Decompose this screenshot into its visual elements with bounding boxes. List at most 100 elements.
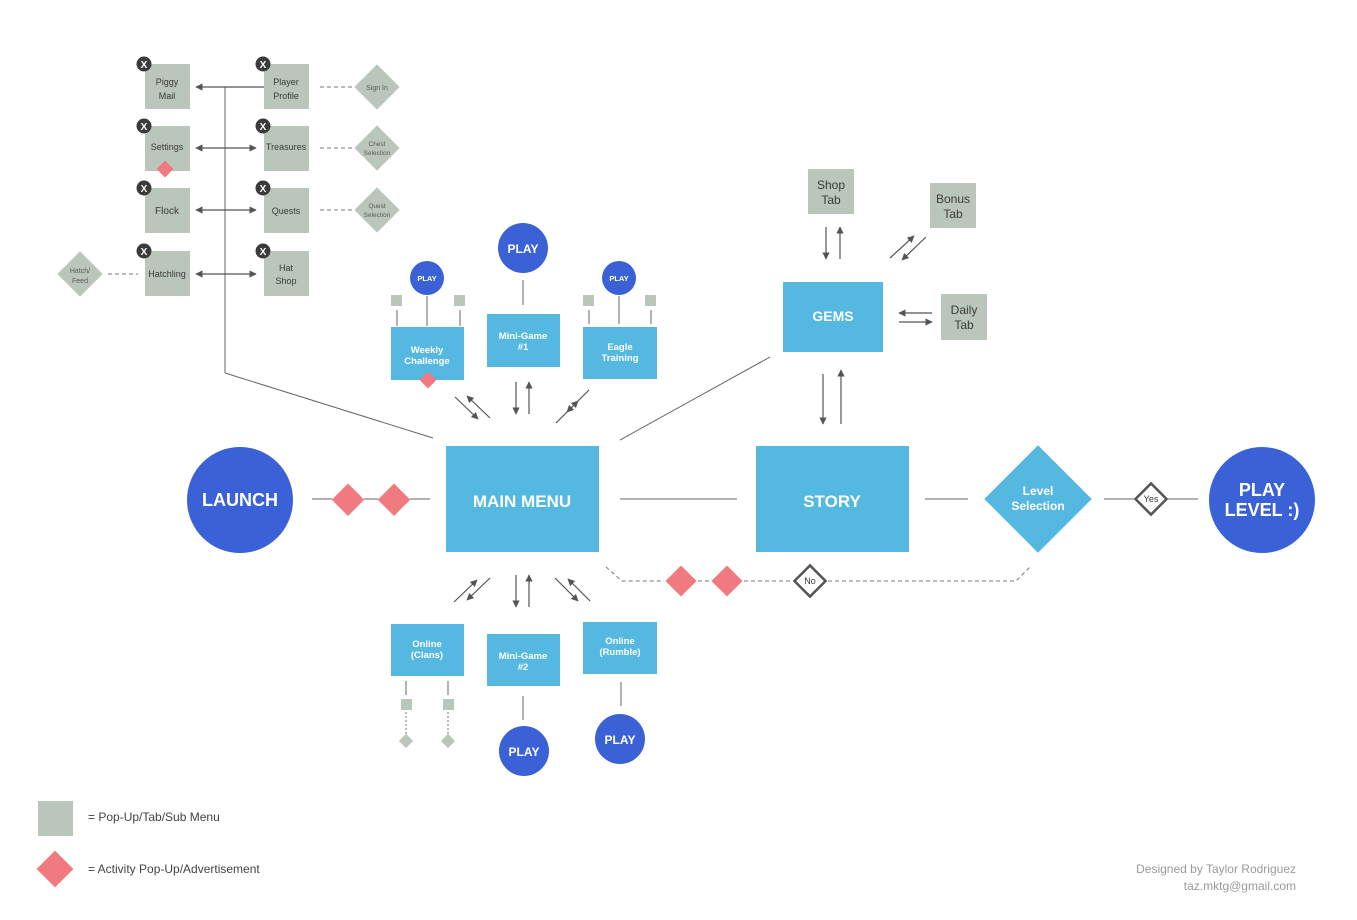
svg-text:Hatch/: Hatch/ — [70, 268, 90, 275]
svg-text:Quests: Quests — [272, 206, 301, 216]
shop-tab: Shop Tab — [808, 169, 854, 214]
svg-text:Weekly: Weekly — [411, 345, 444, 356]
activity-diamonds-launch — [331, 483, 411, 516]
minigame-2-node: Mini-Game #2 — [487, 634, 560, 686]
svg-text:Quest: Quest — [368, 203, 386, 210]
svg-text:PLAY: PLAY — [509, 745, 540, 759]
play-button-top-center: PLAY — [498, 223, 548, 273]
svg-text:Selection: Selection — [364, 150, 391, 157]
svg-text:(Rumble): (Rumble) — [599, 647, 640, 658]
svg-text:Tab: Tab — [821, 193, 841, 207]
svg-text:Hatchling: Hatchling — [148, 269, 186, 279]
popup-square — [454, 295, 465, 306]
activity-diamond — [156, 160, 174, 178]
close-icon: X — [136, 56, 152, 72]
hat-shop-menu: Hat Shop — [264, 251, 309, 296]
eagle-training-node: Eagle Training — [583, 327, 657, 379]
svg-text:X: X — [141, 60, 148, 71]
player-profile-menu: Player Profile — [264, 64, 309, 109]
popup-diamond — [440, 733, 456, 749]
svg-text:Settings: Settings — [151, 142, 184, 152]
svg-text:Online: Online — [412, 639, 442, 650]
svg-text:Online: Online — [605, 636, 635, 647]
sign-in-diamond: Sign In — [354, 64, 400, 110]
chest-selection-diamond: Chest Selection — [354, 125, 400, 171]
svg-text:(Clans): (Clans) — [411, 650, 443, 661]
legend-popup-label: = Pop-Up/Tab/Sub Menu — [88, 810, 220, 824]
legend: = Pop-Up/Tab/Sub Menu = Activity Pop-Up/… — [36, 801, 260, 888]
svg-text:Profile: Profile — [273, 91, 299, 101]
svg-text:Treasures: Treasures — [266, 142, 307, 152]
hatchling-menu: Hatchling — [145, 251, 190, 296]
launch-node: LAUNCH — [187, 447, 293, 553]
svg-text:MAIN MENU: MAIN MENU — [473, 492, 571, 511]
svg-text:X: X — [260, 184, 267, 195]
svg-text:X: X — [260, 247, 267, 258]
svg-text:Mini-Game: Mini-Game — [499, 651, 548, 662]
svg-text:#2: #2 — [518, 662, 529, 673]
svg-text:Eagle: Eagle — [607, 342, 632, 353]
close-icon: X — [255, 180, 271, 196]
connectors — [224, 87, 1198, 720]
svg-text:#1: #1 — [518, 342, 529, 353]
close-icon: X — [136, 243, 152, 259]
gems-node: GEMS — [783, 282, 883, 352]
svg-text:Tab: Tab — [943, 207, 963, 221]
svg-text:STORY: STORY — [803, 492, 861, 511]
svg-text:PLAY: PLAY — [609, 274, 628, 283]
play-level-node: PLAY LEVEL :) — [1209, 447, 1315, 553]
close-icon: X — [255, 56, 271, 72]
svg-text:Level: Level — [1023, 484, 1054, 498]
main-menu-node: MAIN MENU — [446, 446, 599, 552]
hatch-feed-diamond: Hatch/ Feed — [57, 251, 103, 297]
quest-selection-diamond: Quest Selection — [354, 187, 400, 233]
bonus-tab: Bonus Tab — [930, 183, 976, 228]
close-icon: X — [136, 118, 152, 134]
activity-diamond — [665, 565, 697, 597]
svg-text:Mini-Game: Mini-Game — [499, 331, 548, 342]
credit-name: Designed by Taylor Rodriguez — [1136, 862, 1296, 876]
popup-square — [443, 699, 454, 710]
svg-text:Mail: Mail — [159, 91, 176, 101]
popup-mini-squares-bottom — [398, 699, 456, 749]
popup-diamond — [398, 733, 414, 749]
svg-text:Training: Training — [602, 353, 639, 364]
svg-text:Hat: Hat — [279, 263, 294, 273]
svg-text:X: X — [260, 122, 267, 133]
activity-diamond — [711, 565, 743, 597]
svg-text:Daily: Daily — [951, 303, 978, 317]
svg-text:Yes: Yes — [1144, 494, 1159, 504]
svg-text:Shop: Shop — [275, 276, 296, 286]
svg-text:GEMS: GEMS — [812, 308, 853, 324]
svg-text:X: X — [260, 60, 267, 71]
svg-text:Sign In: Sign In — [366, 85, 388, 92]
svg-text:Shop: Shop — [817, 178, 845, 192]
online-rumble-node: Online (Rumble) — [583, 622, 657, 674]
credit-email: taz.mktg@gmail.com — [1184, 879, 1296, 893]
svg-text:PLAY: PLAY — [508, 242, 539, 256]
quests-menu: Quests — [264, 188, 309, 233]
dashed-connectors — [108, 86, 1031, 734]
activity-diamond — [331, 483, 365, 516]
popup-mini-squares-top — [391, 295, 656, 306]
level-selection-node: Level Selection — [984, 445, 1092, 553]
play-button-bottom-right: PLAY — [595, 714, 645, 764]
svg-text:PLAY: PLAY — [605, 733, 636, 747]
svg-text:Flock: Flock — [155, 206, 180, 217]
close-icon: X — [136, 180, 152, 196]
svg-text:PLAY: PLAY — [417, 274, 436, 283]
svg-text:X: X — [141, 247, 148, 258]
svg-text:No: No — [804, 576, 816, 586]
svg-text:Selection: Selection — [1011, 499, 1064, 513]
treasures-menu: Treasures — [264, 126, 309, 171]
legend-popup-swatch — [38, 801, 73, 836]
svg-text:PLAY: PLAY — [1239, 480, 1285, 500]
popup-square — [645, 295, 656, 306]
story-node: STORY — [756, 446, 909, 552]
popup-square — [391, 295, 402, 306]
svg-text:Piggy: Piggy — [156, 77, 179, 87]
svg-text:Player: Player — [273, 77, 299, 87]
daily-tab: Daily Tab — [941, 294, 987, 340]
svg-text:Challenge: Challenge — [404, 356, 449, 367]
